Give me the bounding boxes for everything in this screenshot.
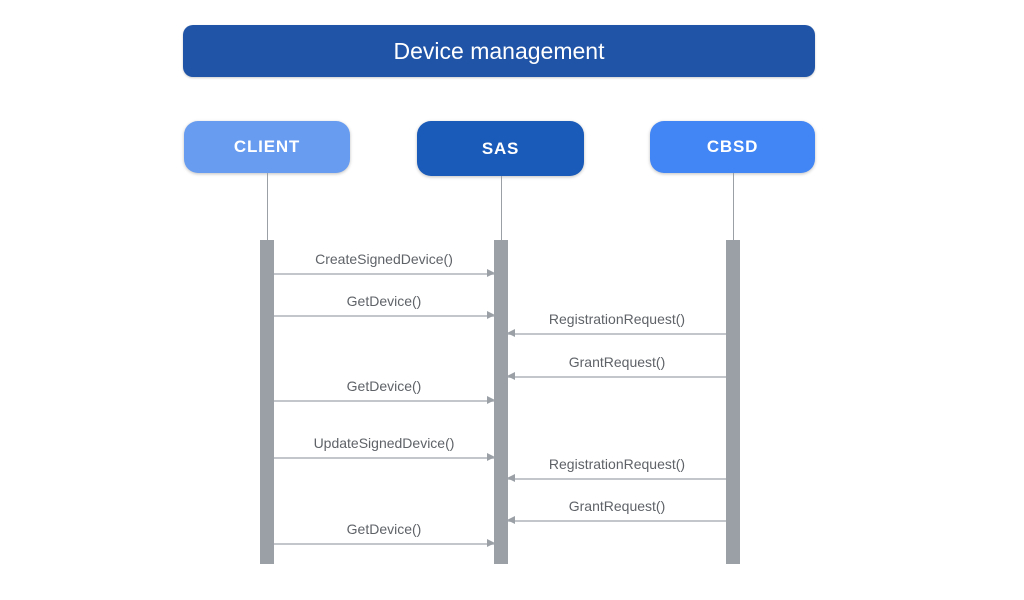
message-label: UpdateSignedDevice() [313, 435, 455, 451]
message-label: GrantRequest() [568, 498, 666, 514]
message-arrow [274, 396, 495, 404]
arrowhead-icon [507, 329, 515, 337]
message-arrow [274, 453, 495, 461]
message-label: GrantRequest() [568, 354, 666, 370]
message-label: GetDevice() [346, 293, 422, 309]
actor-sas: SAS [417, 121, 584, 176]
actor-client-label: CLIENT [233, 137, 301, 156]
activation-bar-sas [494, 240, 508, 564]
arrowhead-icon [507, 474, 515, 482]
actor-cbsd-label: CBSD [706, 137, 759, 156]
activation-bar-client [260, 240, 274, 564]
lifeline-cbsd [733, 173, 734, 240]
message-arrow [274, 311, 495, 319]
activation-bar-cbsd [726, 240, 740, 564]
arrowhead-icon [507, 372, 515, 380]
message-label: GetDevice() [346, 521, 422, 537]
message-label: RegistrationRequest() [548, 456, 686, 472]
message-label: GetDevice() [346, 378, 422, 394]
lifeline-sas [501, 176, 502, 240]
actor-client: CLIENT [184, 121, 350, 173]
lifeline-client [267, 173, 268, 240]
arrowhead-icon [487, 311, 495, 319]
arrowhead-icon [487, 269, 495, 277]
message-arrow [274, 539, 495, 547]
arrowhead-icon [487, 396, 495, 404]
message-arrow [507, 516, 726, 524]
diagram-title-bar: Device management [183, 25, 815, 77]
message-arrow [507, 329, 726, 337]
arrowhead-icon [487, 453, 495, 461]
message-arrow [274, 269, 495, 277]
diagram-title: Device management [393, 37, 605, 64]
actor-cbsd: CBSD [650, 121, 815, 173]
message-arrow [507, 474, 726, 482]
message-arrow [507, 372, 726, 380]
message-label: RegistrationRequest() [548, 311, 686, 327]
actor-sas-label: SAS [481, 138, 520, 158]
message-label: CreateSignedDevice() [315, 251, 453, 267]
arrowhead-icon [507, 516, 515, 524]
arrowhead-icon [487, 539, 495, 547]
